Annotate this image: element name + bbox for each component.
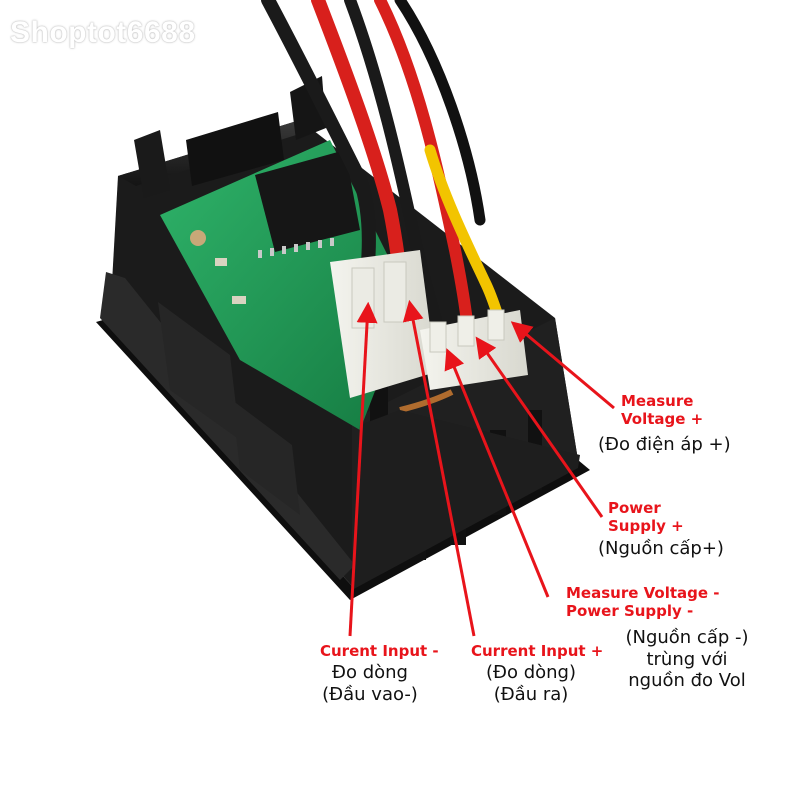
label-power-supply-plus-en: Power Supply + xyxy=(608,499,684,535)
label-measure-voltage-plus-vi: (Đo điện áp +) xyxy=(598,434,731,455)
label-line: Measure Voltage - xyxy=(566,584,720,602)
annotation-arrows xyxy=(348,299,615,637)
label-current-input-minus-vi: Đo dòng (Đầu vao-) xyxy=(305,662,435,705)
label-line: (Đo dòng) xyxy=(486,662,576,683)
label-line: Measure xyxy=(621,392,694,410)
label-line: nguồn đo Vol xyxy=(628,670,746,692)
housing-front-wall xyxy=(352,410,580,590)
label-current-input-plus-en: Current Input + xyxy=(471,642,604,660)
label-power-supply-plus-vi: (Nguồn cấp+) xyxy=(598,538,724,559)
label-measure-voltage-minus-en: Measure Voltage - Power Supply - xyxy=(566,584,720,620)
label-current-input-plus-vi: (Đo dòng) (Đầu ra) xyxy=(466,662,596,705)
label-line: Đo dòng xyxy=(332,662,408,683)
label-line: Supply + xyxy=(608,517,684,535)
label-line: trùng với xyxy=(646,648,728,670)
label-current-input-minus-en: Curent Input - xyxy=(320,642,439,660)
shop-watermark: Shoptot6688 xyxy=(10,16,196,49)
connector-housings xyxy=(330,250,528,413)
label-line: Voltage + xyxy=(621,410,704,428)
label-measure-voltage-plus-en: Measure Voltage + xyxy=(621,392,703,428)
label-line: (Đầu vao-) xyxy=(322,683,418,705)
label-measure-voltage-minus-vi: (Nguồn cấp -) trùng với nguồn đo Vol xyxy=(612,627,762,692)
label-line: (Nguồn cấp -) xyxy=(625,627,749,648)
label-line: Power xyxy=(608,499,661,517)
label-line: Power Supply - xyxy=(566,602,694,620)
label-line: (Đầu ra) xyxy=(493,683,569,705)
